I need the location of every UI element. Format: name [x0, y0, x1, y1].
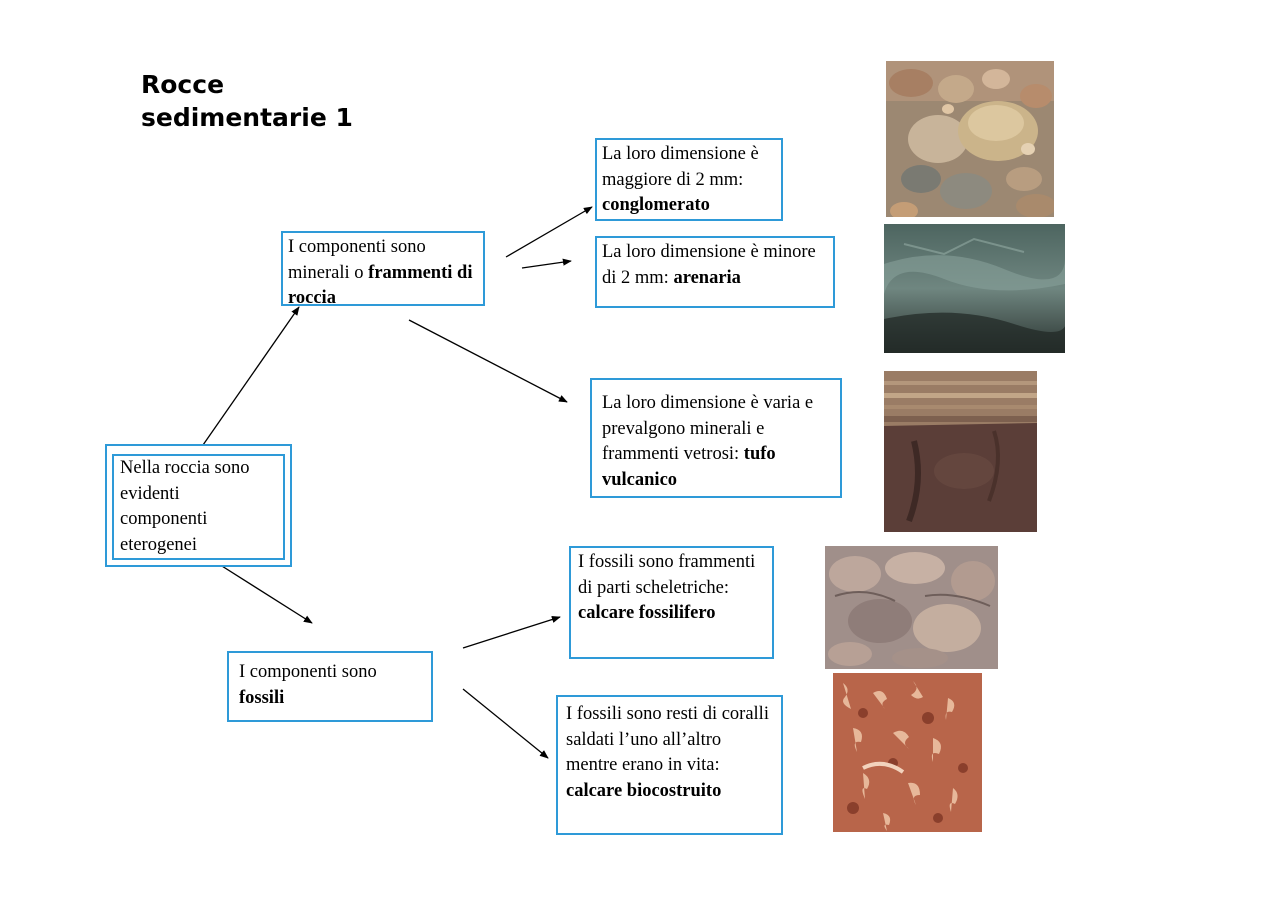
branch-fossils-text: I componenti sono — [239, 662, 377, 682]
leaf-arenaria-bold: arenaria — [673, 267, 741, 288]
arrow-minerals-to-arenaria — [521, 258, 572, 269]
arrow-minerals-to-conglomerato — [505, 206, 593, 258]
root-box-inner-border — [112, 454, 285, 560]
root-line-4: eterogenei — [120, 534, 198, 555]
root-line-2: evidenti — [120, 483, 180, 504]
branch-fossils-bold: fossili — [239, 687, 285, 708]
arrow-minerals-to-tufo — [408, 319, 568, 403]
arrow-root-to-fossils — [213, 560, 313, 624]
leaf-conglomerato-bold: conglomerato — [602, 195, 710, 215]
coral-limestone-photo — [833, 673, 982, 832]
leaf-tufo-box: La loro dimensione è varia e prevalgono … — [590, 378, 842, 498]
arrow-fossils-to-calcare-fossilifero — [462, 616, 561, 649]
leaf-calcare-biocostruito-box: I fossili sono resti di coralli saldati … — [556, 695, 783, 835]
root-box-text: Nella roccia sono evidenti componenti et… — [120, 456, 288, 558]
root-box: Nella roccia sono evidenti componenti et… — [105, 444, 292, 567]
arrow-root-to-minerals — [202, 306, 300, 446]
conglomerate-photo-image — [886, 61, 1054, 217]
branch-minerals-box: I componenti sono minerali o frammenti d… — [281, 231, 485, 309]
page-title: Rocce sedimentarie 1 — [141, 68, 353, 134]
leaf-arenaria-text: La loro dimensione è minore di 2 mm: — [602, 242, 816, 288]
branch-minerals-text: I componenti sono minerali o — [288, 237, 426, 283]
coral-photo-image — [833, 673, 982, 832]
leaf-tufo-text: La loro dimensione è varia e prevalgono … — [602, 393, 814, 464]
root-line-1: Nella roccia sono — [120, 458, 250, 478]
branch-minerals-bold: frammenti di roccia — [288, 262, 473, 309]
leaf-calcare-fossilifero-bold: calcare fossilifero — [578, 603, 716, 623]
title-line-1: Rocce — [141, 70, 225, 99]
leaf-calcare-biocostruito-text: I fossili sono resti di coralli saldati … — [566, 704, 769, 775]
branch-fossils-box: I componenti sono fossili — [227, 651, 433, 722]
leaf-conglomerato-box: La loro dimensione è maggiore di 2 mm: c… — [595, 138, 783, 221]
volcanic-tuff-photo — [884, 371, 1037, 532]
sandstone-photo-image — [884, 224, 1065, 353]
title-line-2: sedimentarie 1 — [141, 103, 353, 132]
leaf-calcare-biocostruito-bold: calcare biocostruito — [566, 780, 722, 801]
sandstone-rock-photo — [884, 224, 1065, 353]
leaf-tufo-bold: tufo vulcanico — [602, 444, 776, 490]
conglomerate-rock-photo — [886, 61, 1054, 217]
leaf-conglomerato-text: La loro dimensione è maggiore di 2 mm: — [602, 144, 759, 190]
fossiliferous-photo-image — [825, 546, 998, 669]
root-line-3: componenti — [120, 509, 208, 529]
arrow-fossils-to-calcare-biocostruito — [462, 688, 549, 759]
leaf-arenaria-box: La loro dimensione è minore di 2 mm: are… — [595, 236, 835, 308]
fossiliferous-limestone-photo — [825, 546, 998, 669]
tuff-photo-image — [884, 371, 1037, 532]
leaf-calcare-fossilifero-box: I fossili sono frammenti di parti schele… — [569, 546, 774, 659]
leaf-calcare-fossilifero-text: I fossili sono frammenti di parti schele… — [578, 552, 756, 598]
